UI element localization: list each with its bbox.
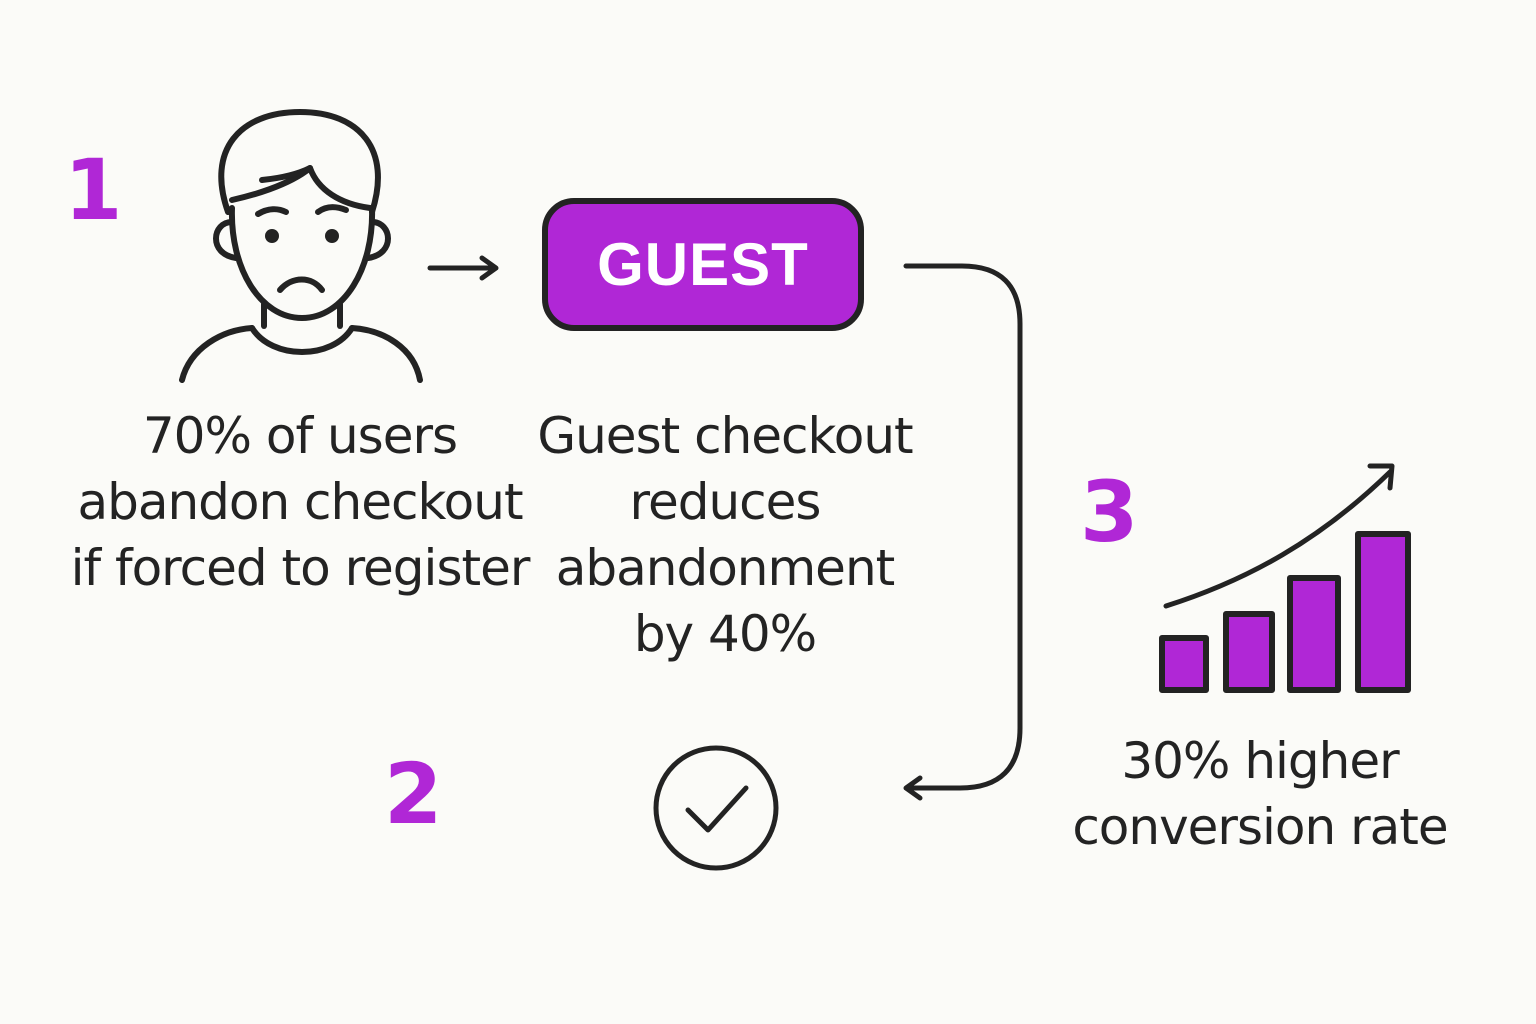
guest-button-label: GUEST	[597, 231, 809, 298]
growth-bar-4	[1355, 531, 1411, 693]
step-1-number: 1	[64, 141, 123, 239]
guest-checkout-button[interactable]: GUEST	[542, 198, 864, 331]
step-2-number: 2	[384, 745, 443, 843]
growth-bar-3	[1287, 575, 1341, 693]
step-1-caption: 70% of users abandon checkout if forced …	[70, 407, 531, 597]
step-3-caption: 30% higher conversion rate	[1072, 732, 1448, 856]
step-3-number: 3	[1080, 463, 1139, 561]
step-2-caption: Guest checkout reduces abandonment by 40…	[537, 407, 913, 663]
growth-bar-2	[1223, 611, 1275, 693]
growth-bar-1	[1159, 635, 1209, 693]
